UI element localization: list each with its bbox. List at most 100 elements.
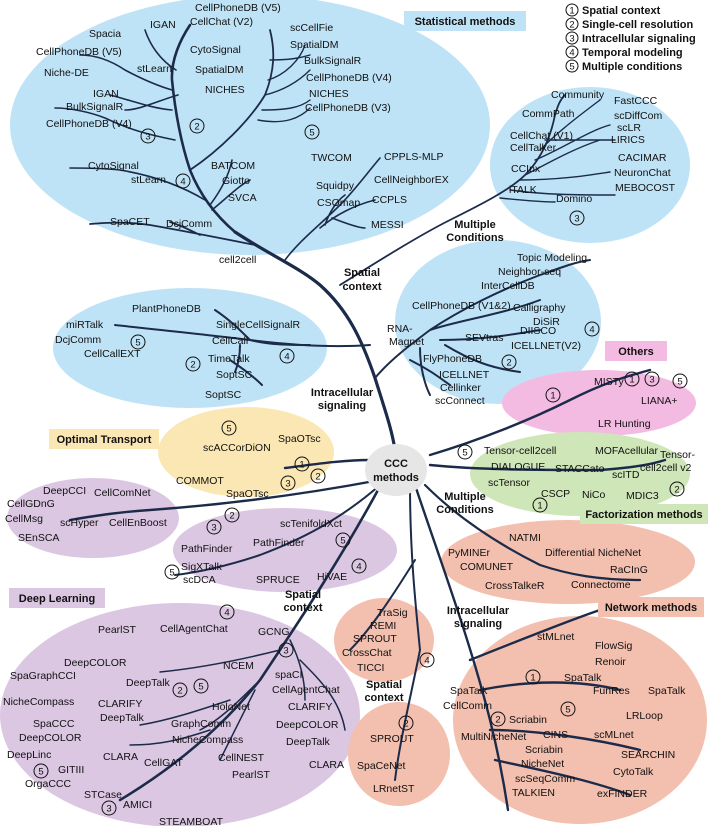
method-label: CytoTalk bbox=[613, 766, 654, 778]
method-label: REMI bbox=[370, 620, 396, 632]
method-label: CellAgentChat bbox=[272, 684, 340, 696]
method-label: scSeqComm bbox=[515, 773, 575, 785]
optimal-transport-region bbox=[158, 407, 334, 497]
method-label: DcjComm bbox=[55, 334, 101, 346]
method-label: iTALK bbox=[509, 184, 537, 196]
method-label: Connectome bbox=[571, 579, 631, 591]
marker-1: 1 bbox=[294, 456, 310, 472]
svg-text:2: 2 bbox=[190, 360, 195, 371]
svg-text:5: 5 bbox=[135, 338, 140, 349]
svg-text:2: 2 bbox=[506, 358, 511, 369]
method-label: DeepLinc bbox=[7, 749, 51, 761]
svg-text:4: 4 bbox=[180, 177, 185, 188]
method-label: PyMINEr bbox=[448, 547, 491, 559]
marker-2: 2 bbox=[310, 468, 326, 484]
multiple-conditions-region bbox=[490, 87, 690, 243]
svg-text:3: 3 bbox=[285, 479, 290, 490]
svg-text:1: 1 bbox=[537, 501, 542, 512]
marker-5: 5 bbox=[193, 678, 209, 694]
svg-text:4: 4 bbox=[284, 352, 289, 363]
trunk-upper bbox=[170, 23, 237, 234]
method-label: NICHES bbox=[205, 84, 245, 96]
method-label: CrossTalkeR bbox=[485, 580, 545, 592]
marker-3: 3 bbox=[101, 800, 117, 816]
branch-multi-2 bbox=[499, 99, 616, 203]
method-label: CellPhoneDB (V4) bbox=[306, 72, 392, 84]
branch-label: Spatial bbox=[366, 679, 402, 691]
svg-text:5: 5 bbox=[169, 568, 174, 579]
method-label: scLR bbox=[617, 122, 641, 134]
method-label: Magnet bbox=[389, 336, 424, 348]
method-label: CellCallEXT bbox=[84, 348, 141, 360]
svg-text:1: 1 bbox=[299, 460, 304, 471]
marker-5: 5 bbox=[560, 701, 576, 717]
method-label: STACCato bbox=[555, 463, 605, 475]
method-label: TimeTalk bbox=[208, 353, 250, 365]
method-label: SpatialDM bbox=[195, 64, 243, 76]
method-label: CellNeighborEX bbox=[374, 174, 449, 186]
branch-label: context bbox=[283, 602, 322, 614]
svg-text:5: 5 bbox=[677, 377, 682, 388]
method-label: SPROUT bbox=[353, 633, 397, 645]
method-label: CellMsg bbox=[5, 513, 43, 525]
marker-4: 4 bbox=[584, 321, 600, 337]
marker-2: 2 bbox=[172, 682, 188, 698]
method-label: CrossChat bbox=[342, 647, 392, 659]
method-label: SpaTalk bbox=[450, 685, 488, 697]
method-label: NicheNet bbox=[521, 758, 564, 770]
method-label: CellPhoneDB (V3) bbox=[305, 102, 391, 114]
marker-2: 2 bbox=[669, 481, 685, 497]
legend-marker-3 bbox=[565, 31, 579, 45]
method-label: CellGAT bbox=[144, 757, 183, 769]
network-box bbox=[598, 597, 704, 617]
method-label: DeepCOLOR bbox=[64, 657, 127, 669]
method-label: PathFinder bbox=[253, 537, 305, 549]
method-label: Niche-DE bbox=[44, 67, 89, 79]
method-label: scACCorDiON bbox=[203, 442, 271, 454]
method-label: CPPLS-MLP bbox=[384, 151, 444, 163]
method-label: scITD bbox=[612, 469, 640, 481]
marker-3: 3 bbox=[278, 642, 294, 658]
method-label: Domino bbox=[556, 193, 592, 205]
branch-label: Multiple bbox=[444, 491, 486, 503]
method-label: SigXTalk bbox=[181, 561, 223, 573]
method-label: PathFinder bbox=[181, 543, 233, 555]
method-label: LIANA+ bbox=[641, 395, 677, 407]
method-label: LRLoop bbox=[626, 710, 663, 722]
method-label: Renoir bbox=[595, 656, 626, 668]
method-label: NicheCompass bbox=[3, 696, 74, 708]
method-label: CSCP bbox=[541, 488, 570, 500]
method-label: scConnect bbox=[435, 395, 485, 407]
others-box bbox=[605, 341, 667, 361]
method-label: SoptSC bbox=[205, 389, 242, 401]
method-label: DcjComm bbox=[166, 218, 212, 230]
branch-intra bbox=[374, 259, 591, 396]
branch-labels: Multiple Conditions Spatial context Intr… bbox=[283, 219, 509, 704]
arm-deep-mid bbox=[174, 484, 381, 576]
method-label: OrgaCCC bbox=[25, 778, 72, 790]
trunk-up bbox=[233, 230, 397, 452]
marker-1: 1 bbox=[624, 371, 640, 387]
method-label: SEnSCA bbox=[18, 532, 59, 544]
method-label: CLARA bbox=[309, 759, 344, 771]
branch-stat-left bbox=[54, 29, 179, 141]
deep-learning-region bbox=[0, 603, 360, 826]
method-label: CellChat (V2) bbox=[190, 16, 253, 28]
method-label: CellCall bbox=[212, 335, 248, 347]
svg-text:5: 5 bbox=[309, 128, 314, 139]
method-label: CellPhoneDB (V5) bbox=[36, 46, 122, 58]
branch-spacet bbox=[89, 221, 256, 246]
method-label: CACIMAR bbox=[618, 152, 667, 164]
marker-3: 3 bbox=[644, 371, 660, 387]
method-label: miRTalk bbox=[66, 319, 104, 331]
svg-text:2: 2 bbox=[403, 719, 408, 730]
method-label: DiSiR bbox=[533, 316, 560, 328]
marker-3: 3 bbox=[569, 210, 585, 226]
method-label: CellPhoneDB (V1&2) bbox=[412, 300, 511, 312]
method-label: FunRes bbox=[593, 685, 630, 697]
method-label: RaCInG bbox=[610, 564, 648, 576]
method-label: COMUNET bbox=[460, 561, 514, 573]
svg-text:5: 5 bbox=[198, 682, 203, 693]
arm-others bbox=[428, 368, 652, 457]
others-region bbox=[502, 370, 696, 436]
